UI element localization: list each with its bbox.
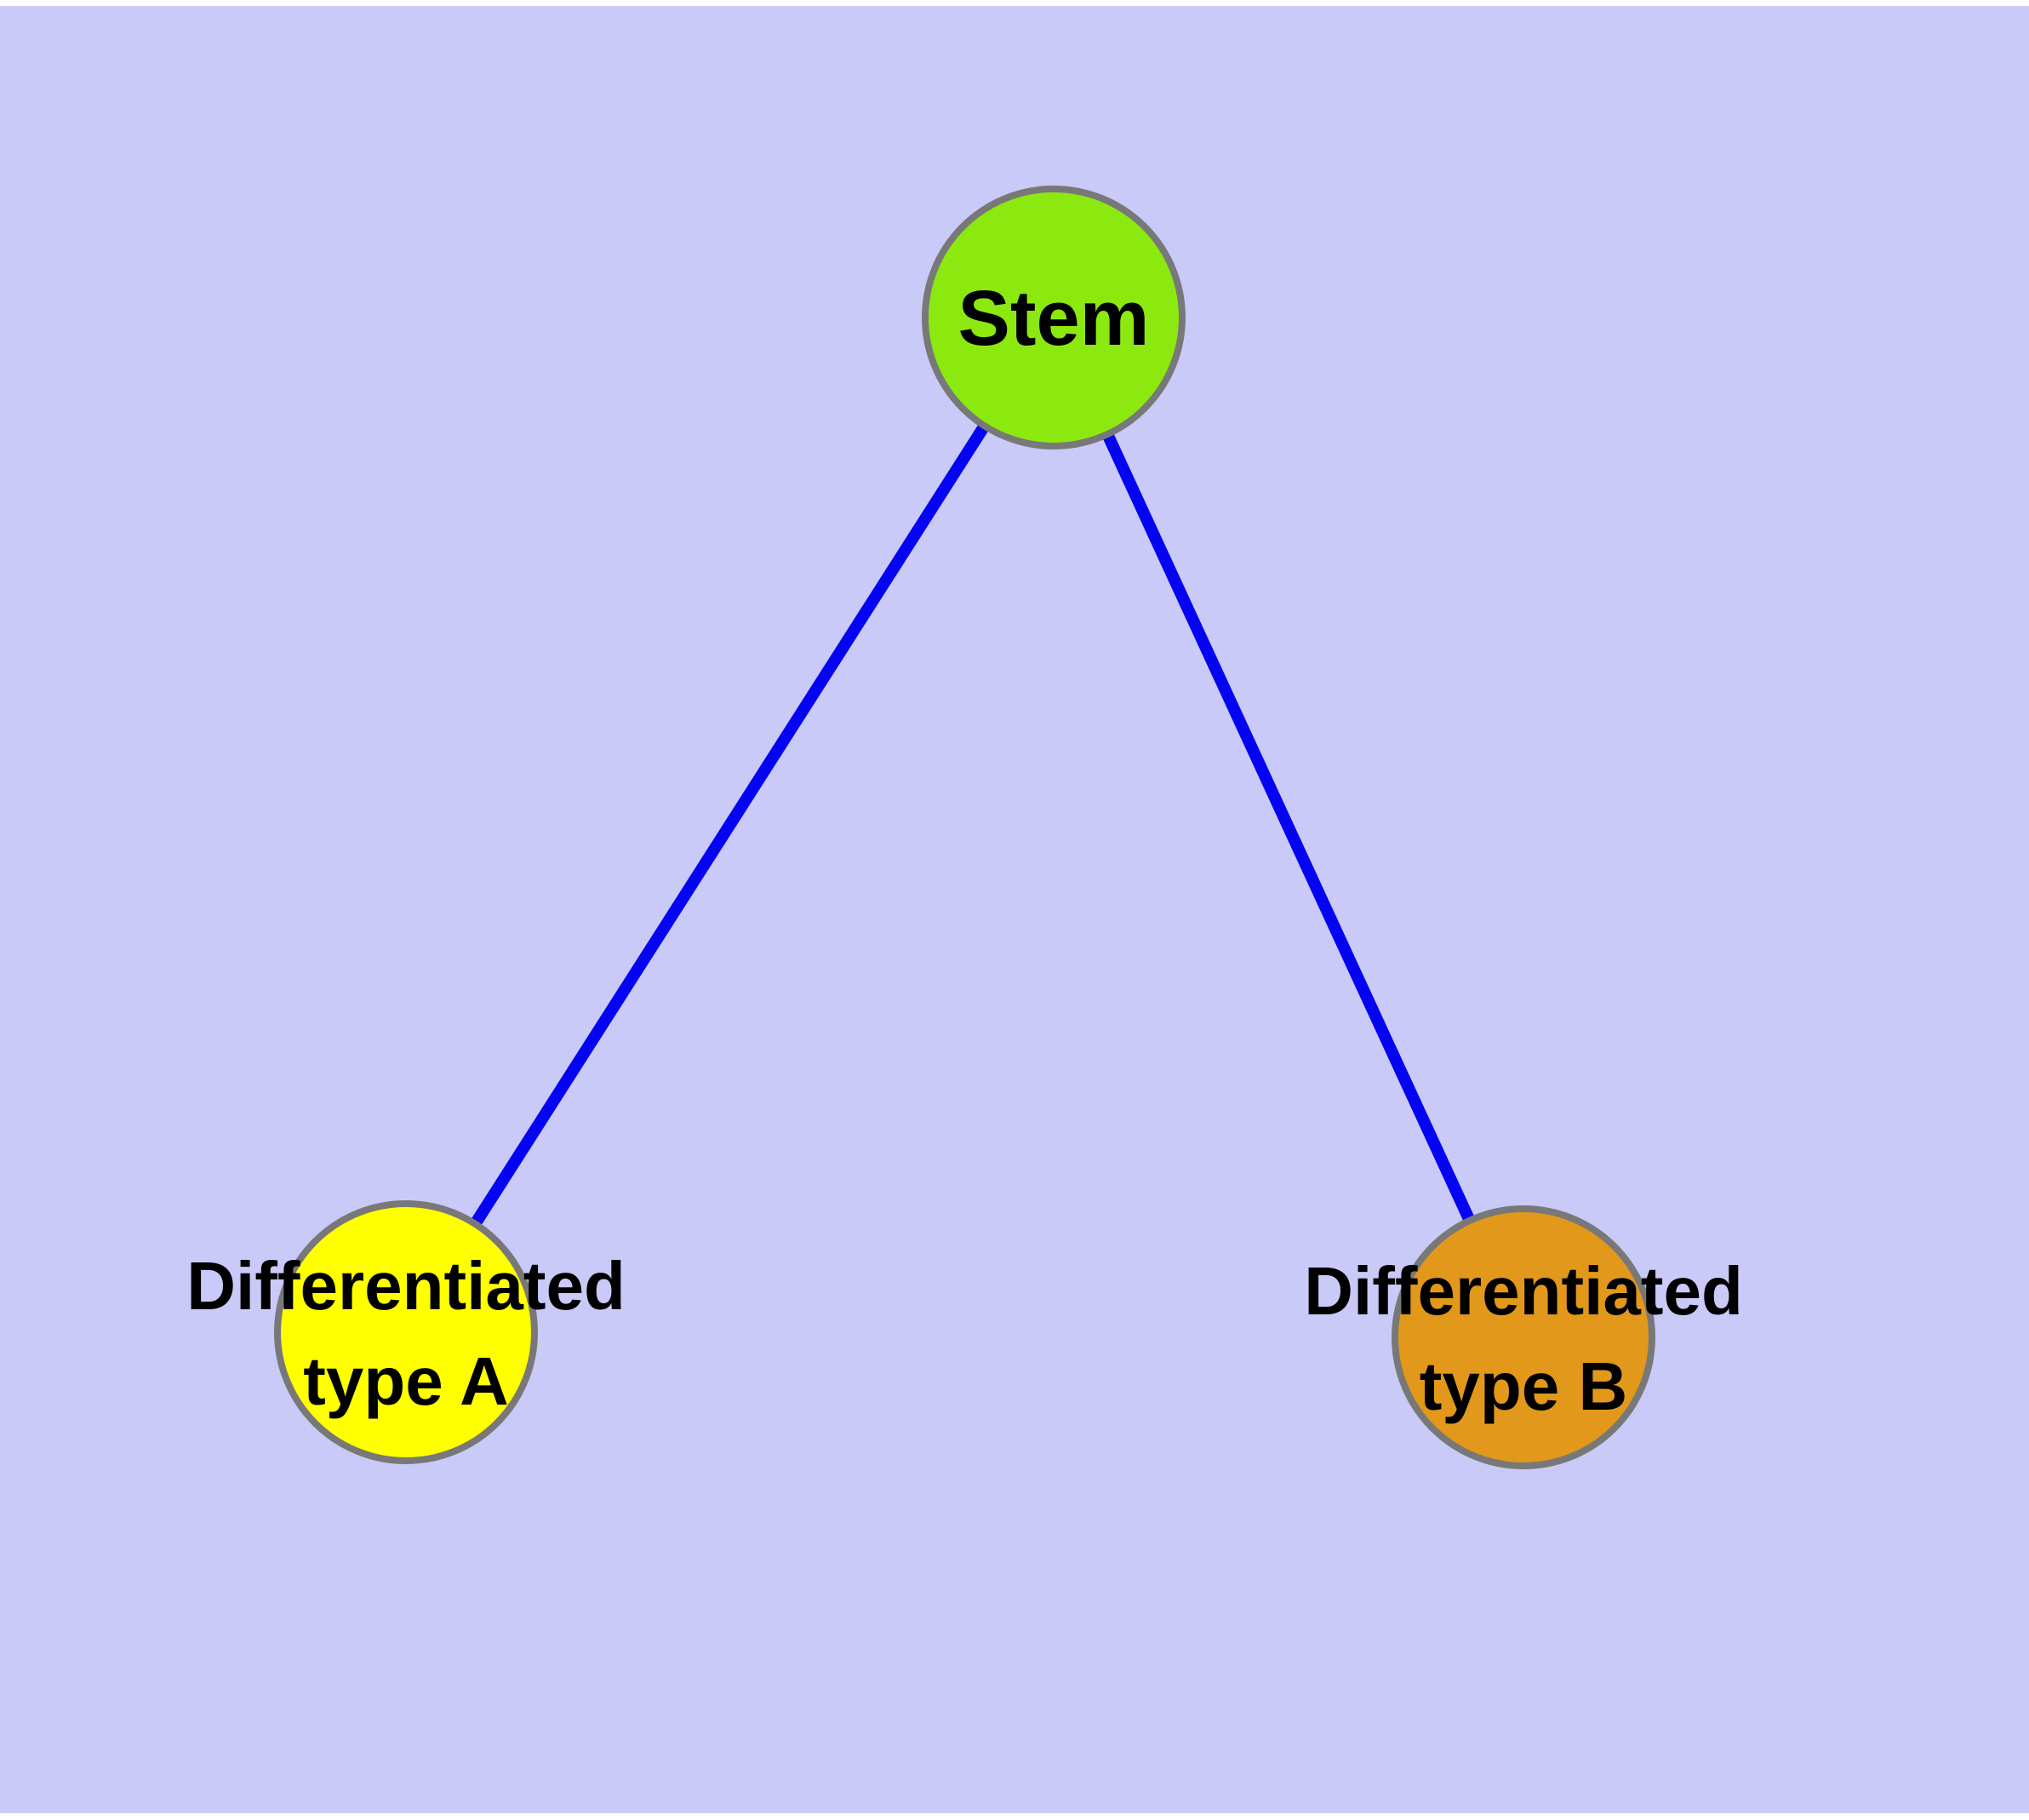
stem-node-circle <box>922 186 1186 449</box>
type-a-node-circle <box>274 1200 538 1464</box>
type-b-node-circle <box>1392 1205 1655 1469</box>
stem-node-label: Stem <box>958 275 1150 362</box>
edge-stem-to-type-a <box>401 314 1059 1336</box>
type-a-label-line2: type A <box>303 1343 509 1419</box>
type-a-label-line1: Differentiated <box>186 1248 626 1324</box>
type-b-label-line2: type B <box>1420 1348 1628 1424</box>
type-b-label-line1: Differentiated <box>1304 1253 1743 1329</box>
edge-stem-to-type-b <box>1048 315 1529 1340</box>
